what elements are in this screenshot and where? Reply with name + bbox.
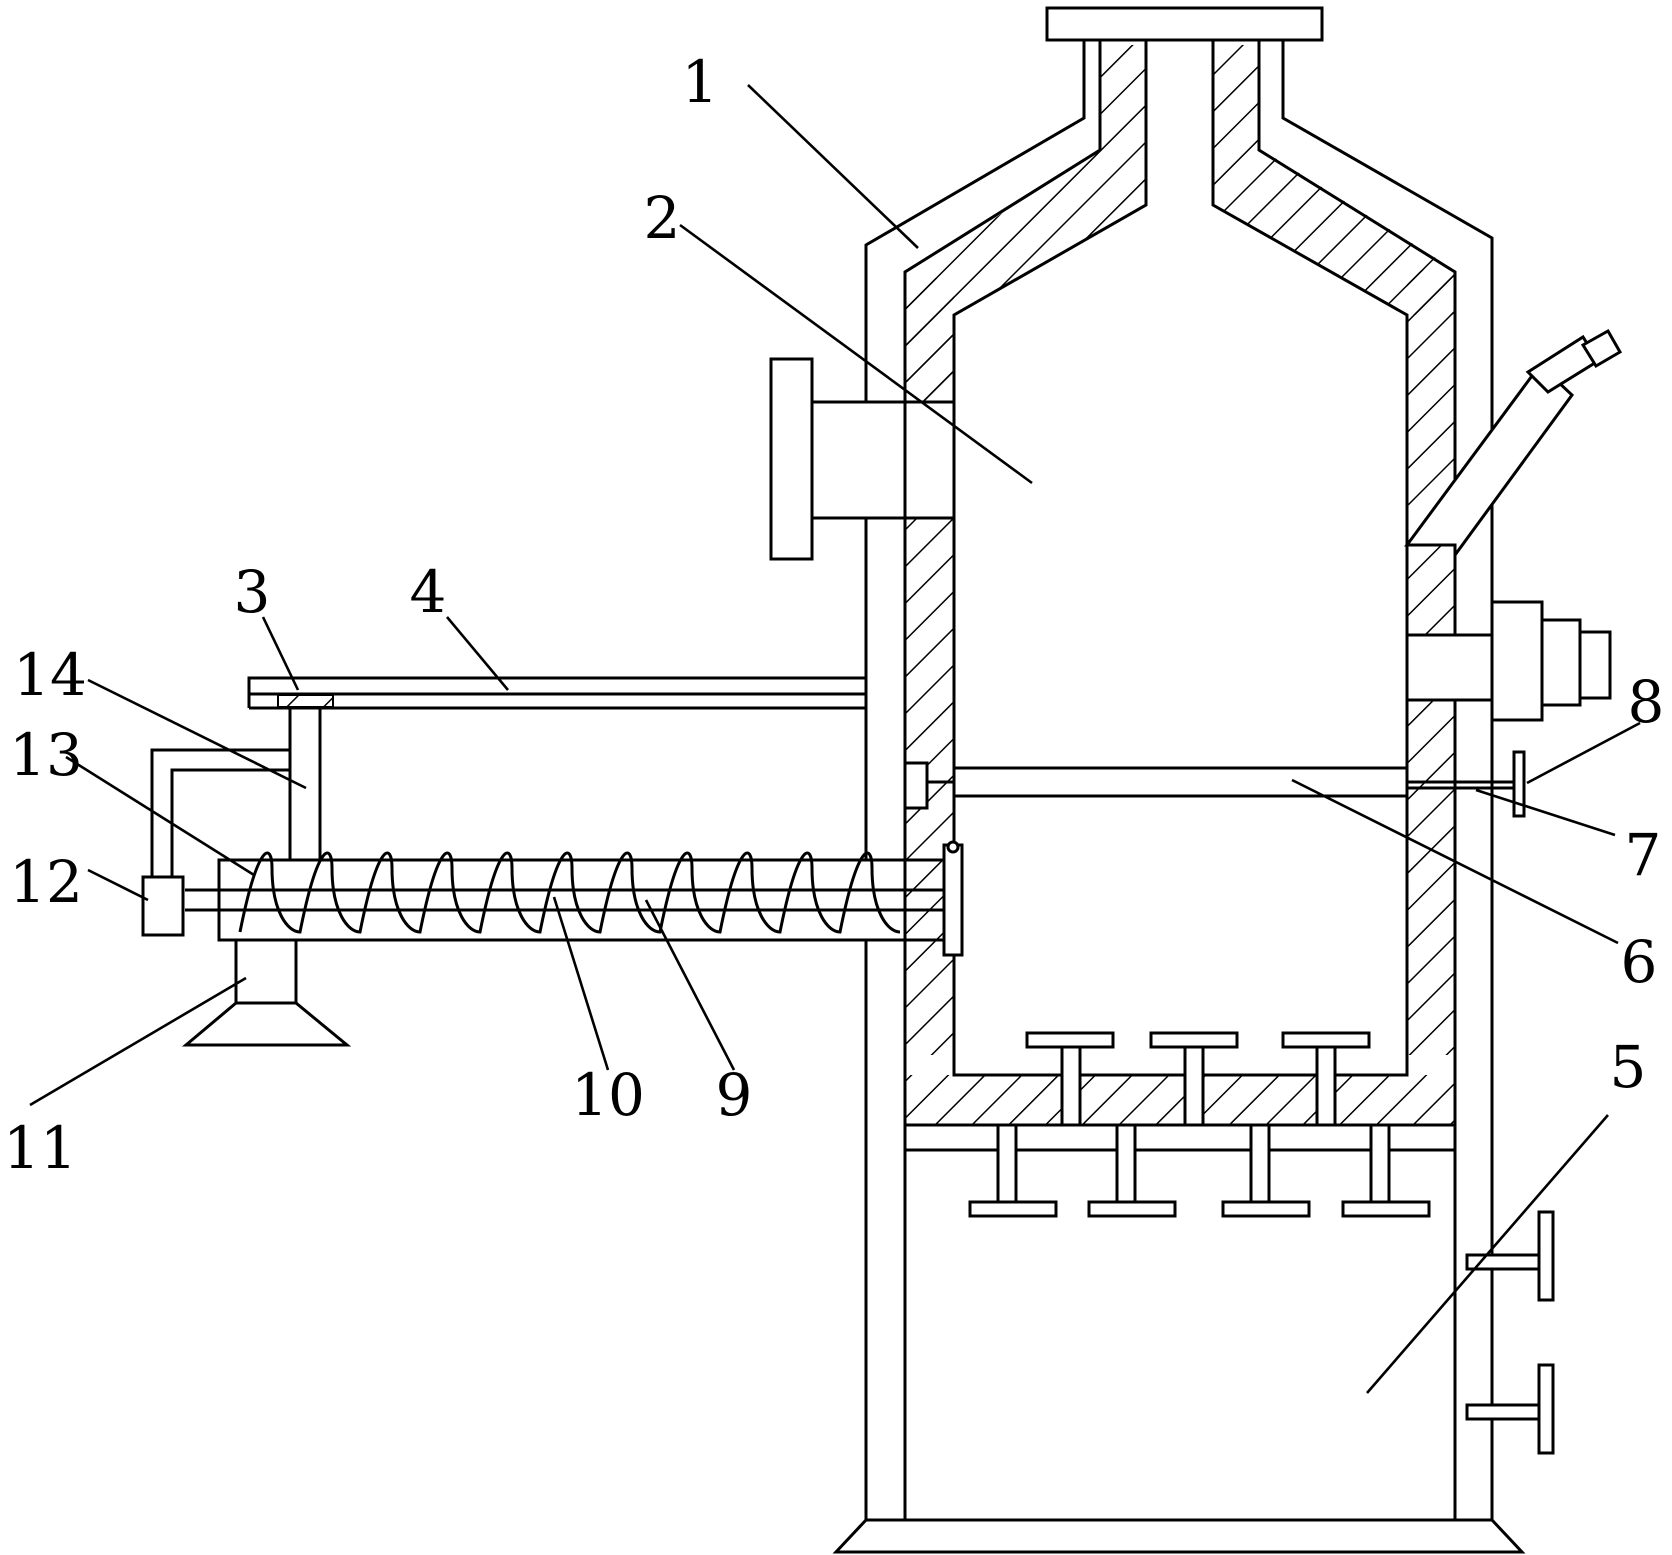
part-labels: 1 2 3 4 14 13 12 11 10 9 8 7 6 5 (3, 48, 1664, 1182)
label-10: 10 (571, 1061, 645, 1129)
label-8: 8 (1628, 668, 1665, 736)
side-inlet-flange (769, 357, 956, 561)
inner-chamber (905, 40, 1455, 1152)
bent-feed-pipe (150, 748, 290, 877)
label-5: 5 (1610, 1033, 1647, 1101)
label-14: 14 (13, 641, 87, 709)
upper-nozzle-row (1025, 1031, 1371, 1127)
label-2: 2 (644, 184, 681, 252)
support-bar (247, 676, 868, 710)
insulation-layer (905, 45, 1455, 1125)
label-7: 7 (1625, 821, 1662, 889)
drive-motor (141, 875, 185, 937)
outer-shell (832, 6, 1526, 1554)
helical-blade (238, 851, 901, 934)
discharge-hopper (181, 938, 352, 1047)
right-side-port (1405, 600, 1612, 722)
drain-valves (1465, 1210, 1555, 1455)
label-6: 6 (1621, 928, 1658, 996)
leader-lines (29, 84, 1641, 1394)
label-11: 11 (3, 1114, 77, 1182)
filter-plate (903, 761, 1520, 810)
label-4: 4 (410, 558, 447, 626)
support-pad (277, 694, 334, 708)
lower-nozzle-row (968, 1123, 1431, 1218)
label-3: 3 (234, 558, 271, 626)
label-13: 13 (9, 721, 83, 789)
hanger-post (288, 706, 322, 862)
label-1: 1 (682, 48, 719, 116)
label-9: 9 (716, 1061, 753, 1129)
angled-outlet-pipe (1404, 328, 1623, 560)
adjust-handle (1512, 750, 1526, 818)
label-12: 12 (9, 848, 83, 916)
